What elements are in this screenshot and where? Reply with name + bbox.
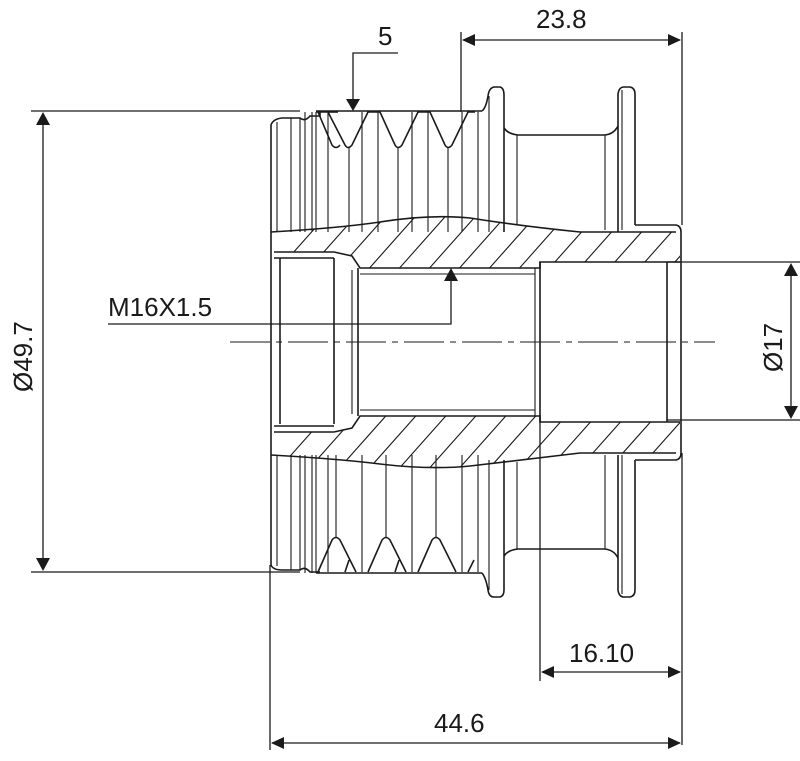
section-hatch-bottom <box>274 416 680 468</box>
dim-flange-width: 23.8 <box>460 4 683 225</box>
dim-thread: M16X1.5 <box>108 268 458 325</box>
dim-bore-diameter: Ø17 <box>667 261 800 421</box>
thread-label: M16X1.5 <box>108 292 212 322</box>
overall-length-label: 44.6 <box>434 708 485 738</box>
dim-groove-count: 5 <box>346 21 398 111</box>
dim-outer-diameter: Ø49.7 <box>8 110 300 573</box>
dim-hub-length: 16.10 <box>539 422 683 745</box>
pulley-body <box>270 86 682 598</box>
groove-count-label: 5 <box>378 21 392 51</box>
dim-overall-length: 44.6 <box>269 565 681 750</box>
outer-diameter-label: Ø49.7 <box>8 321 38 392</box>
hub-length-label: 16.10 <box>569 638 634 668</box>
section-hatch-top <box>274 216 680 268</box>
flange-width-label: 23.8 <box>536 4 587 34</box>
bore-diameter-label: Ø17 <box>758 323 788 372</box>
